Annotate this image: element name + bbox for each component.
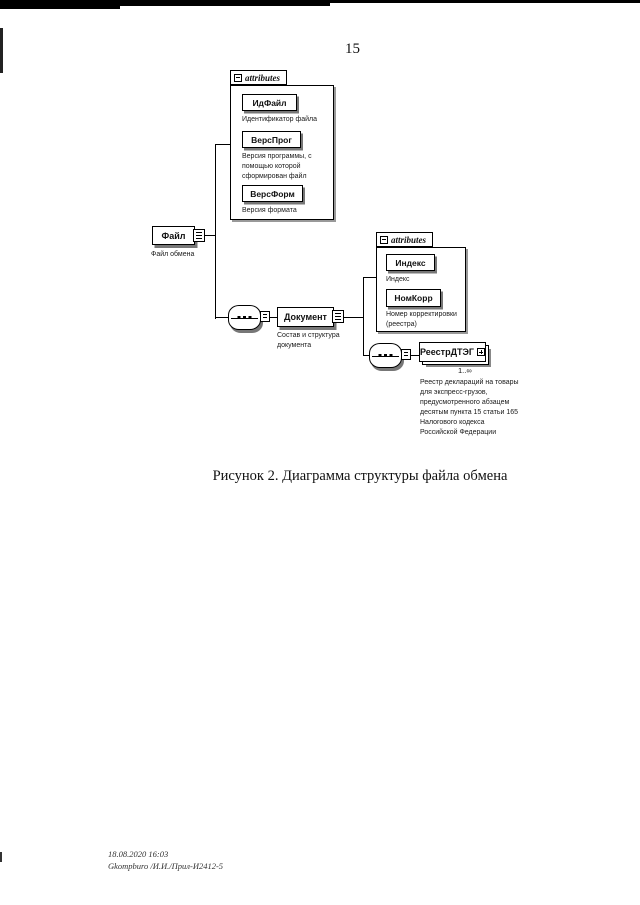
- element-registry: РеестрДТЭГ: [419, 342, 486, 362]
- element-name: Файл: [161, 230, 186, 241]
- connector-line: [364, 355, 370, 357]
- attribute-name: НомКорр: [394, 293, 433, 303]
- expand-connector-icon: [260, 311, 270, 322]
- connector-line: [270, 317, 278, 319]
- attribute-index: Индекс: [386, 254, 435, 271]
- attribute-nomkorr-desc: Номер корректировки (реестра): [386, 311, 457, 328]
- element-file: Файл: [152, 226, 195, 245]
- element-document-desc: Состав и структура документа: [277, 332, 340, 349]
- attributes-label: attributes: [391, 234, 427, 245]
- cardinality-label: 1..∞: [458, 366, 472, 375]
- footer-stamp: 18.08.2020 16:03 Ǥkompburo /И.И./Прил-И2…: [108, 848, 223, 872]
- attribute-versprog: ВерсПрог: [242, 131, 301, 148]
- element-registry-desc: Реестр деклараций на товары для экспресс…: [420, 379, 519, 436]
- document-attributes-box: Индекс Индекс НомКорр Номер корректировк…: [376, 247, 466, 332]
- scan-edge-left: [0, 28, 3, 73]
- scan-edge-left-bottom: [0, 852, 2, 862]
- scan-edge-top-corner: [0, 0, 120, 9]
- collapse-minus-icon: [380, 235, 388, 244]
- expand-plus-icon: [477, 348, 485, 356]
- connector-line: [411, 355, 419, 357]
- attribute-idfile-desc: Идентификатор файла: [242, 116, 318, 123]
- attribute-name: Индекс: [395, 257, 426, 268]
- attribute-index-desc: Индекс: [386, 276, 410, 283]
- attributes-label: attributes: [245, 72, 281, 83]
- attribute-versform-desc: Версия формата: [242, 207, 297, 214]
- connector-line: [363, 277, 365, 356]
- attribute-versform: ВерсФорм: [242, 185, 303, 202]
- sequence-icon: [369, 343, 402, 368]
- footer-reference: Ǥkompburo /И.И./Прил-И2412-5: [108, 861, 224, 871]
- expand-connector-icon: [332, 310, 344, 323]
- element-file-desc: Файл обмена: [151, 251, 195, 258]
- element-document: Документ: [277, 307, 334, 327]
- collapse-minus-icon: [234, 73, 242, 82]
- connector-line: [364, 277, 377, 279]
- expand-connector-icon: [401, 349, 411, 360]
- scan-edge-top-thick: [0, 0, 330, 6]
- attribute-name: ИдФайл: [252, 97, 287, 108]
- connector-line: [216, 317, 229, 319]
- attribute-name: ВерсФорм: [250, 188, 295, 199]
- connector-line: [216, 144, 231, 146]
- page-number: 15: [345, 41, 360, 57]
- sequence-icon: [228, 305, 261, 330]
- element-name: РеестрДТЭГ: [420, 347, 474, 357]
- file-attributes-tab: attributes: [230, 70, 288, 85]
- figure-caption: Рисунок 2. Диаграмма структуры файла обм…: [212, 468, 508, 484]
- attribute-idfile: ИдФайл: [242, 94, 297, 111]
- element-name: Документ: [284, 312, 327, 322]
- expand-connector-icon: [193, 229, 205, 242]
- document-attributes-tab: attributes: [376, 232, 434, 247]
- file-attributes-box: ИдФайл Идентификатор файла ВерсПрог Верс…: [230, 85, 334, 220]
- attribute-versprog-desc: Версия программы, с помощью которой сфор…: [242, 153, 312, 180]
- connector-line: [205, 235, 216, 237]
- connector-line: [215, 144, 217, 319]
- connector-line: [344, 317, 364, 319]
- attribute-name: ВерсПрог: [251, 134, 292, 145]
- attribute-nomkorr: НомКорр: [386, 289, 441, 307]
- footer-datetime: 18.08.2020 16:03: [108, 849, 169, 859]
